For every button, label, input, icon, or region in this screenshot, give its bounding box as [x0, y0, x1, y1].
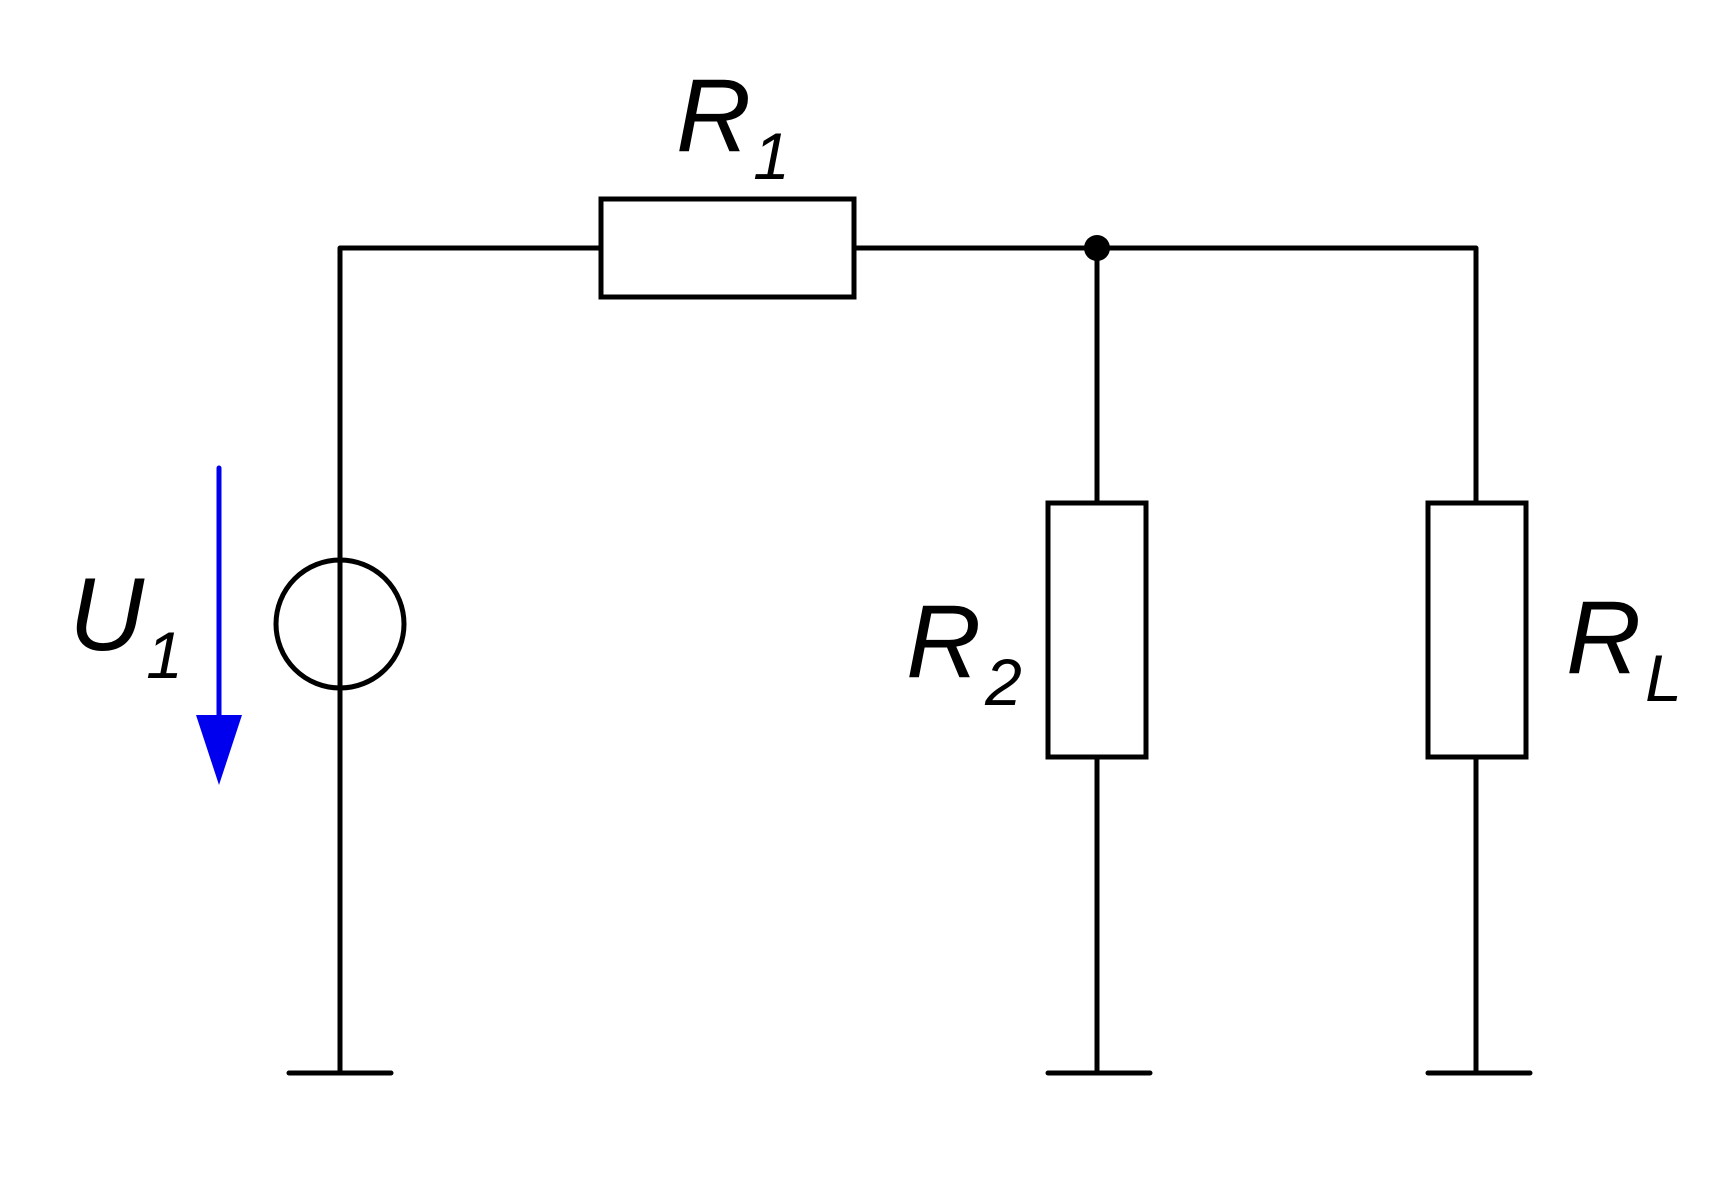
- label-r2: R2: [906, 584, 1022, 719]
- resistor-r1: [598, 196, 857, 300]
- wire-source-to-r1: [337, 245, 604, 1025]
- resistor-r2: [1045, 500, 1149, 760]
- voltage-source-u1: [273, 557, 407, 691]
- voltage-arrow-head: [196, 715, 242, 785]
- label-r1: R1: [676, 58, 790, 193]
- voltage-arrow-u1: [196, 465, 242, 785]
- junction-node: [1084, 235, 1110, 261]
- wire-r1-to-rl: [851, 245, 1479, 506]
- resistor-rl: [1425, 500, 1529, 760]
- label-rl: RL: [1566, 580, 1682, 715]
- label-u1: U1: [69, 557, 183, 692]
- wires: [337, 245, 1479, 1074]
